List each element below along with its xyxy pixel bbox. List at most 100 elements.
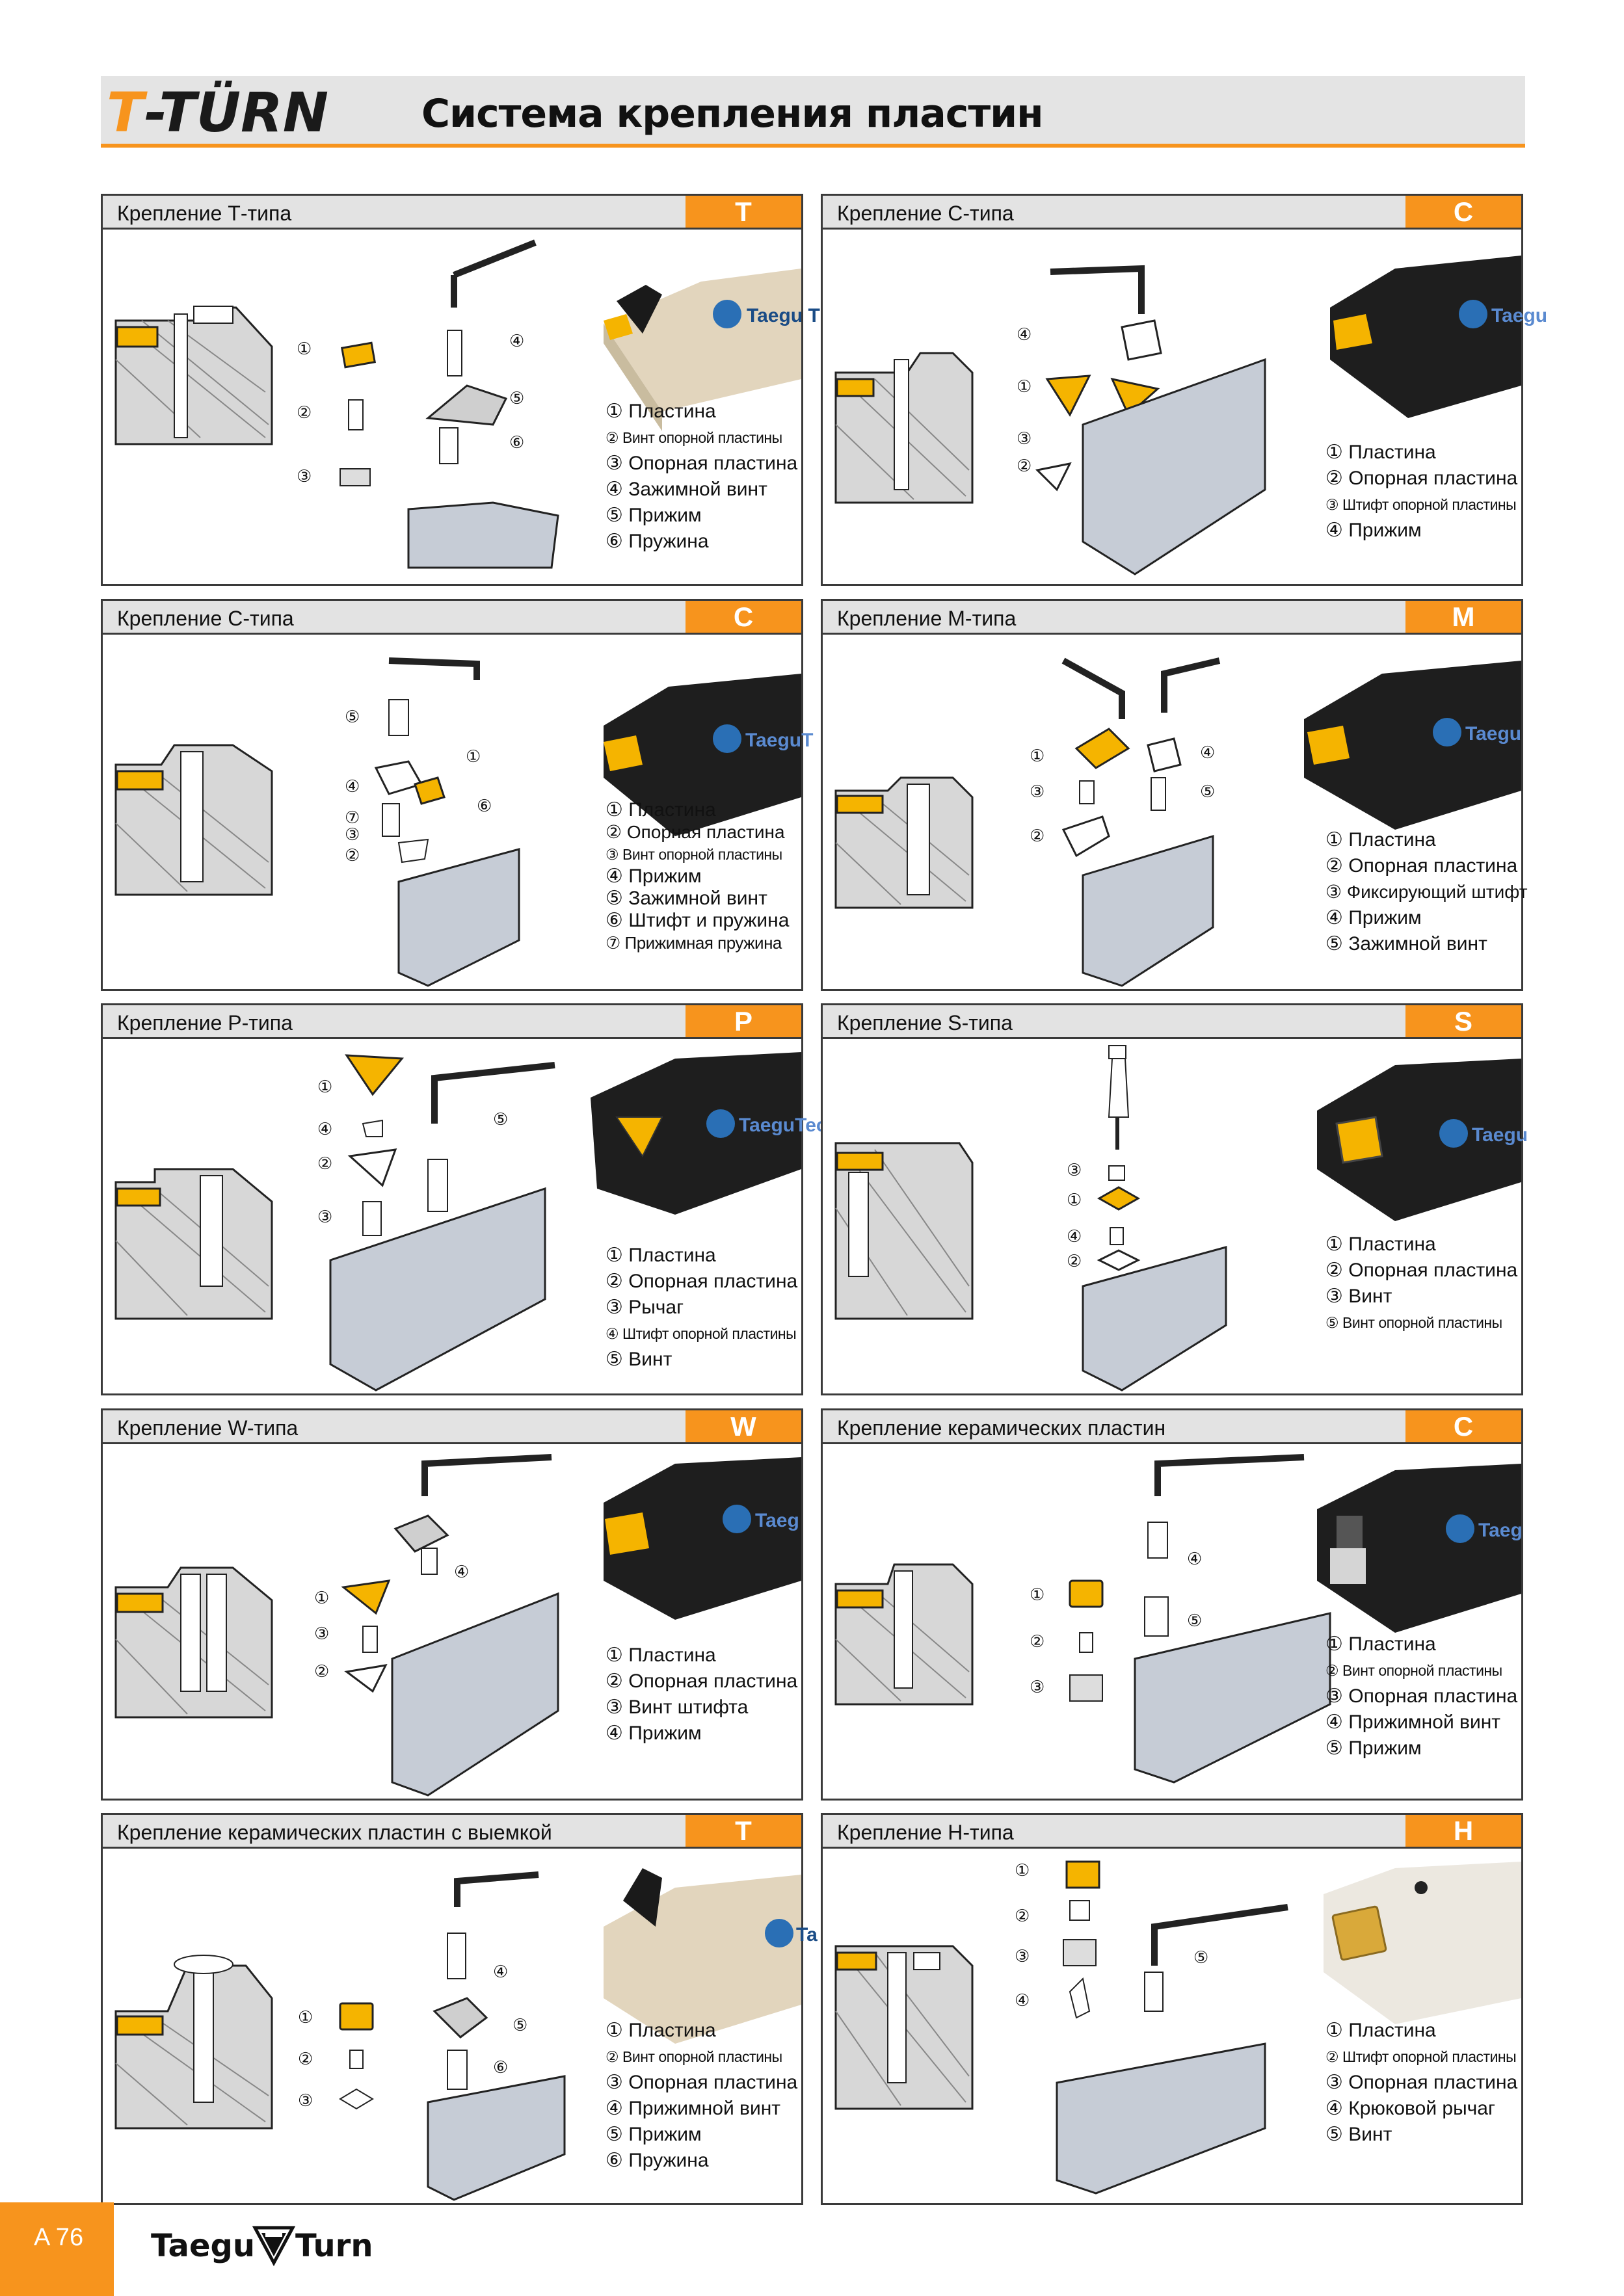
svg-text:④: ④: [317, 1119, 332, 1139]
svg-text:③: ③: [297, 466, 312, 486]
legend-item: ② Опорная пластина: [1325, 855, 1518, 877]
svg-text:②: ②: [298, 2049, 313, 2068]
panel-w-type-clamping: Крепление W-типа W ① ③ ② ④ Tae: [101, 1408, 803, 1801]
clamping-illustration: ④ ① ③ ② Taegu: [834, 256, 1547, 575]
svg-text:④: ④: [1015, 1990, 1030, 2010]
type-code-badge: C: [1405, 196, 1521, 228]
cross-section-diagram: [114, 306, 273, 445]
legend-item: ⑥ Штифт и пружина: [606, 910, 790, 931]
panel-header: Крепление С-типа C: [103, 601, 801, 635]
tool-holder-photo: Taegu: [1330, 256, 1547, 418]
panel-header: Крепление С-типа C: [823, 196, 1521, 230]
svg-text:②: ②: [317, 1154, 332, 1173]
svg-text:①: ①: [298, 2007, 313, 2027]
legend-item: ① Пластина: [606, 2020, 716, 2041]
panel-title: Крепление керамических пластин: [837, 1416, 1166, 1440]
legend-item: ③ Фиксирующий штифт: [1325, 882, 1528, 902]
svg-text:③: ③: [1015, 1946, 1030, 1966]
legend-item: ④ Прижим: [1325, 907, 1422, 929]
clamping-illustration: ① ② ③ ④ ⑤: [834, 1860, 1521, 2195]
legend-item: ③ Рычаг: [606, 1297, 684, 1318]
svg-text:③: ③: [1067, 1160, 1082, 1180]
holder-brand-label: Taegu T: [747, 305, 820, 326]
panel-header: Крепление Р-типа P: [103, 1005, 801, 1039]
parts-legend: ① Пластина ② Винт опорной пластины ③ Опо…: [606, 2018, 797, 2174]
tool-holder-photo: Taegu: [1317, 1059, 1528, 1221]
header-band: [101, 76, 1525, 144]
legend-item: ④ Штифт опорной пластины: [606, 1325, 797, 1342]
svg-text:③: ③: [1030, 782, 1045, 801]
legend-item: ② Винт опорной пластины: [606, 429, 782, 446]
legend-item: ② Штифт опорной пластины: [1325, 2048, 1517, 2065]
svg-text:⑤: ⑤: [493, 1109, 508, 1129]
legend-item: ③ Опорная пластина: [606, 453, 798, 474]
clamping-illustration: ① ③ ② ④ ⑤ Taegu: [834, 657, 1521, 987]
legend-item: ① Пластина: [1325, 1633, 1436, 1655]
panel-header: Крепление S-типа S: [823, 1005, 1521, 1039]
svg-text:①: ①: [1067, 1190, 1082, 1209]
cross-section-diagram: [834, 1945, 974, 2110]
svg-text:③: ③: [345, 825, 360, 844]
legend-item: ② Опорная пластина: [606, 1670, 798, 1692]
svg-text:①: ①: [466, 746, 481, 766]
taegu-turn-emblem-icon: [252, 2226, 296, 2267]
svg-text:T: T: [107, 81, 148, 144]
panel-m-type-clamping: Крепление М-типа M ① ③ ② ④ ⑤: [821, 599, 1528, 991]
exploded-parts-diagram: ① ② ③ ④ ⑤ ⑥: [297, 239, 559, 569]
exploded-parts-diagram: ① ④ ② ③ ⑤: [317, 1054, 555, 1392]
svg-text:①: ①: [317, 1077, 332, 1096]
panel-header: Крепление керамических пластин с выемкой…: [103, 1815, 801, 1849]
legend-item: ⑤ Винт: [606, 1349, 672, 1370]
parts-legend: ① Пластина ② Опорная пластина ③ Винт опо…: [606, 799, 789, 954]
parts-legend: ① Пластина ② Опорная пластина ③ Винт ⑤ В…: [1325, 1232, 1517, 1336]
t-turn-logo: T -TÜRN: [107, 81, 328, 144]
legend-item: ⑥ Пружина: [606, 2150, 709, 2171]
tool-holder-photo: Taeg: [1317, 1464, 1523, 1633]
exploded-parts-diagram: ① ③ ② ④ ⑤: [1030, 657, 1221, 987]
svg-text:①: ①: [297, 339, 312, 358]
clamping-illustration: ③ ① ④ ② Taegu: [834, 1045, 1528, 1392]
panel-ceramic-grooved-clamping: Крепление керамических пластин с выемкой…: [101, 1813, 818, 2205]
panel-c-type-clamping: Крепление С-типа C ④ ① ③ ② Taegu: [821, 194, 1547, 586]
legend-item: ① Пластина: [606, 1644, 716, 1666]
holder-brand-label: Taeg: [755, 1510, 799, 1531]
panel-header: Крепление W-типа W: [103, 1410, 801, 1444]
taegu-turn-logo: Taegu Turn: [151, 2226, 373, 2267]
type-code-badge: T: [686, 196, 801, 228]
legend-item: ③ Винт опорной пластины: [606, 846, 782, 863]
svg-text:④: ④: [345, 776, 360, 796]
tool-holder-photo: TaeguT: [604, 674, 813, 836]
exploded-parts-diagram: ④ ① ③ ②: [1017, 265, 1266, 575]
header-stripe: [101, 144, 1525, 148]
type-code-badge: P: [686, 1005, 801, 1037]
svg-text:④: ④: [509, 331, 524, 350]
exploded-parts-diagram: ⑤ ④ ⑦ ③ ② ① ⑥: [345, 657, 520, 987]
clamping-illustration: ⑤ ④ ⑦ ③ ② ① ⑥ TaeguT: [114, 657, 813, 987]
holder-brand-label: Ta: [796, 1924, 818, 1946]
legend-item: ① Пластина: [1325, 442, 1436, 463]
svg-text:③: ③: [314, 1624, 329, 1643]
panel-h-type-clamping: Крепление Н-типа H ① ② ③ ④ ⑤: [821, 1813, 1523, 2205]
holder-brand-label: Taegu: [1465, 723, 1521, 745]
svg-text:②: ②: [1015, 1906, 1030, 1925]
page-number-badge: [0, 2202, 114, 2296]
legend-item: ① Пластина: [1325, 2020, 1436, 2041]
parts-legend: ① Пластина ② Опорная пластина ③ Рычаг ④ …: [606, 1243, 797, 1373]
legend-item: ⑥ Пружина: [606, 531, 709, 552]
exploded-parts-diagram: ① ② ③ ④ ⑤: [1015, 1860, 1288, 2195]
legend-item: ③ Винт: [1325, 1286, 1392, 1307]
legend-item: ② Опорная пластина: [606, 822, 785, 842]
clamping-illustration: ① ② ③ ④ ⑤ ⑥ Taegu T: [114, 239, 820, 569]
panel-title: Крепление Т-типа: [117, 202, 292, 225]
panel-p-type-clamping: Крепление Р-типа P ① ④ ② ③ ⑤ Ta: [101, 1003, 827, 1395]
svg-text:②: ②: [297, 402, 312, 422]
exploded-parts-diagram: ① ② ③ ④ ⑤ ⑥: [298, 1871, 566, 2201]
cross-section-diagram: [114, 1955, 273, 2130]
svg-text:④: ④: [493, 1962, 508, 1981]
svg-text:②: ②: [1030, 1631, 1045, 1651]
panel-s-type-clamping: Крепление S-типа S ③ ① ④ ② Tae: [821, 1003, 1528, 1395]
svg-text:①: ①: [1015, 1860, 1030, 1880]
svg-text:⑦: ⑦: [345, 808, 360, 827]
svg-text:⑥: ⑥: [493, 2057, 508, 2077]
legend-item: ③ Штифт опорной пластины: [1325, 496, 1517, 513]
